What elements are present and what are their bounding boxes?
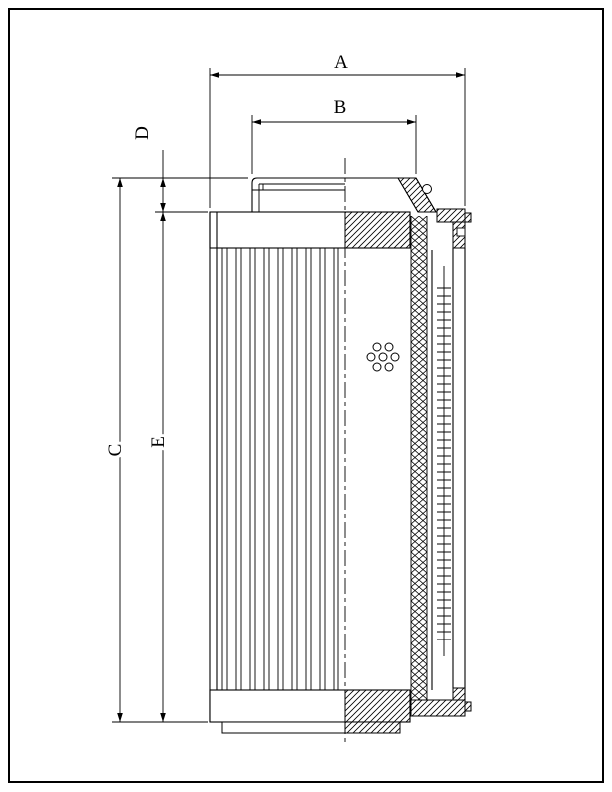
dimension-c-arrow-top [117,178,123,187]
dimension-d-arrow-top [160,178,166,187]
top-end-cap-hatch [344,211,411,249]
support-core [410,216,428,700]
dimension-b-arrow-right [407,119,416,125]
neck-outline [251,177,437,213]
page-border [8,8,604,783]
dimension-a-arrow-right [456,72,465,78]
dimension-a-arrow-left [210,72,219,78]
neck-thread-groove [252,183,345,212]
neck-collar [251,177,437,213]
left-wall [209,212,218,722]
top-right-flange [464,212,472,223]
hole-icon [390,352,400,362]
dimension-a-extension-lines [209,68,466,208]
pleated-media [217,247,345,691]
neck-inner-slant [397,177,419,213]
bottom-lip-hatch [344,721,401,734]
bottom-right-cap [410,687,472,717]
pleat-lines [221,248,339,690]
bottom-end-cap-hatch [344,689,411,723]
dimension-d-arrow-bottom [160,203,166,212]
hole-icon [378,352,388,362]
dimension-c-label: C [105,444,126,457]
bypass-holes [366,342,400,372]
dimension-b-extension-lines [251,115,417,174]
dimension-a: A [209,49,466,208]
o-ring-icon [422,184,432,194]
bottom-end-cap [209,689,411,734]
neck-hatched-wall [397,177,437,213]
hole-icon [372,342,382,352]
dimension-d: D [129,123,166,212]
dimension-d-label: D [132,126,153,140]
dimension-b: B [251,94,417,174]
bottom-right-flange [464,701,472,712]
spring-coil-marks [436,284,452,640]
top-right-cap [436,208,472,249]
dimension-e-label: E [148,436,169,448]
dimension-c: C [102,178,129,722]
dimension-e-arrow-top [160,212,166,221]
inner-spring [436,266,452,656]
dimension-b-label: B [334,97,347,118]
dimension-c-arrow-bottom [117,713,123,722]
hole-icon [366,352,376,362]
top-right-notch [456,227,466,237]
dimension-e-arrow-bottom [160,713,166,722]
dimension-b-arrow-left [252,119,261,125]
top-end-cap [209,211,411,249]
dimension-a-label: A [334,52,348,73]
outer-shell [431,248,466,700]
hole-icon [384,362,394,372]
hole-icon [372,362,382,372]
dimension-e: E [145,212,172,722]
hole-icon [384,342,394,352]
